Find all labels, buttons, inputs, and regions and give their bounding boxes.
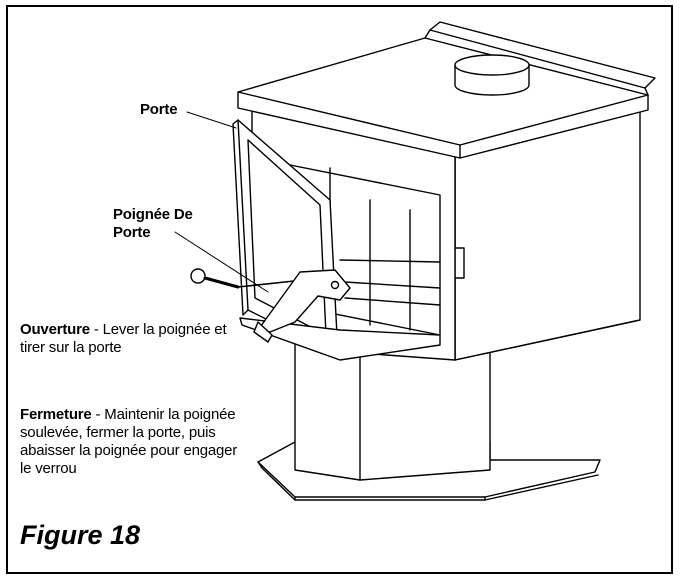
opening-instruction: Ouverture - Lever la poignée et tirer su… bbox=[20, 321, 245, 357]
closing-text: - Maintenir la poignée soulevée, fermer … bbox=[20, 406, 238, 477]
door-label: Porte bbox=[140, 101, 178, 118]
ash-lip bbox=[239, 317, 441, 361]
closing-title: Fermeture bbox=[20, 406, 92, 423]
opening-text: - Lever la poignée et tirer sur la porte bbox=[20, 321, 227, 356]
door-leader-line bbox=[186, 111, 237, 129]
pedestal-column bbox=[294, 339, 491, 481]
door-handle-label: Poignée De Porte bbox=[113, 206, 193, 242]
figure-frame bbox=[6, 5, 673, 574]
door-handle-label-line1: Poignée De bbox=[113, 206, 193, 223]
opening-title: Ouverture bbox=[20, 321, 90, 338]
door-handle bbox=[190, 268, 351, 343]
flue-collar bbox=[454, 54, 530, 96]
stove-top bbox=[237, 21, 656, 159]
door-handle-label-line2: Porte bbox=[113, 224, 151, 241]
closing-instruction: Fermeture - Maintenir la poignée soulevé… bbox=[20, 406, 245, 478]
handle-leader-line bbox=[174, 231, 269, 293]
figure-caption: Figure 18 bbox=[20, 520, 141, 550]
